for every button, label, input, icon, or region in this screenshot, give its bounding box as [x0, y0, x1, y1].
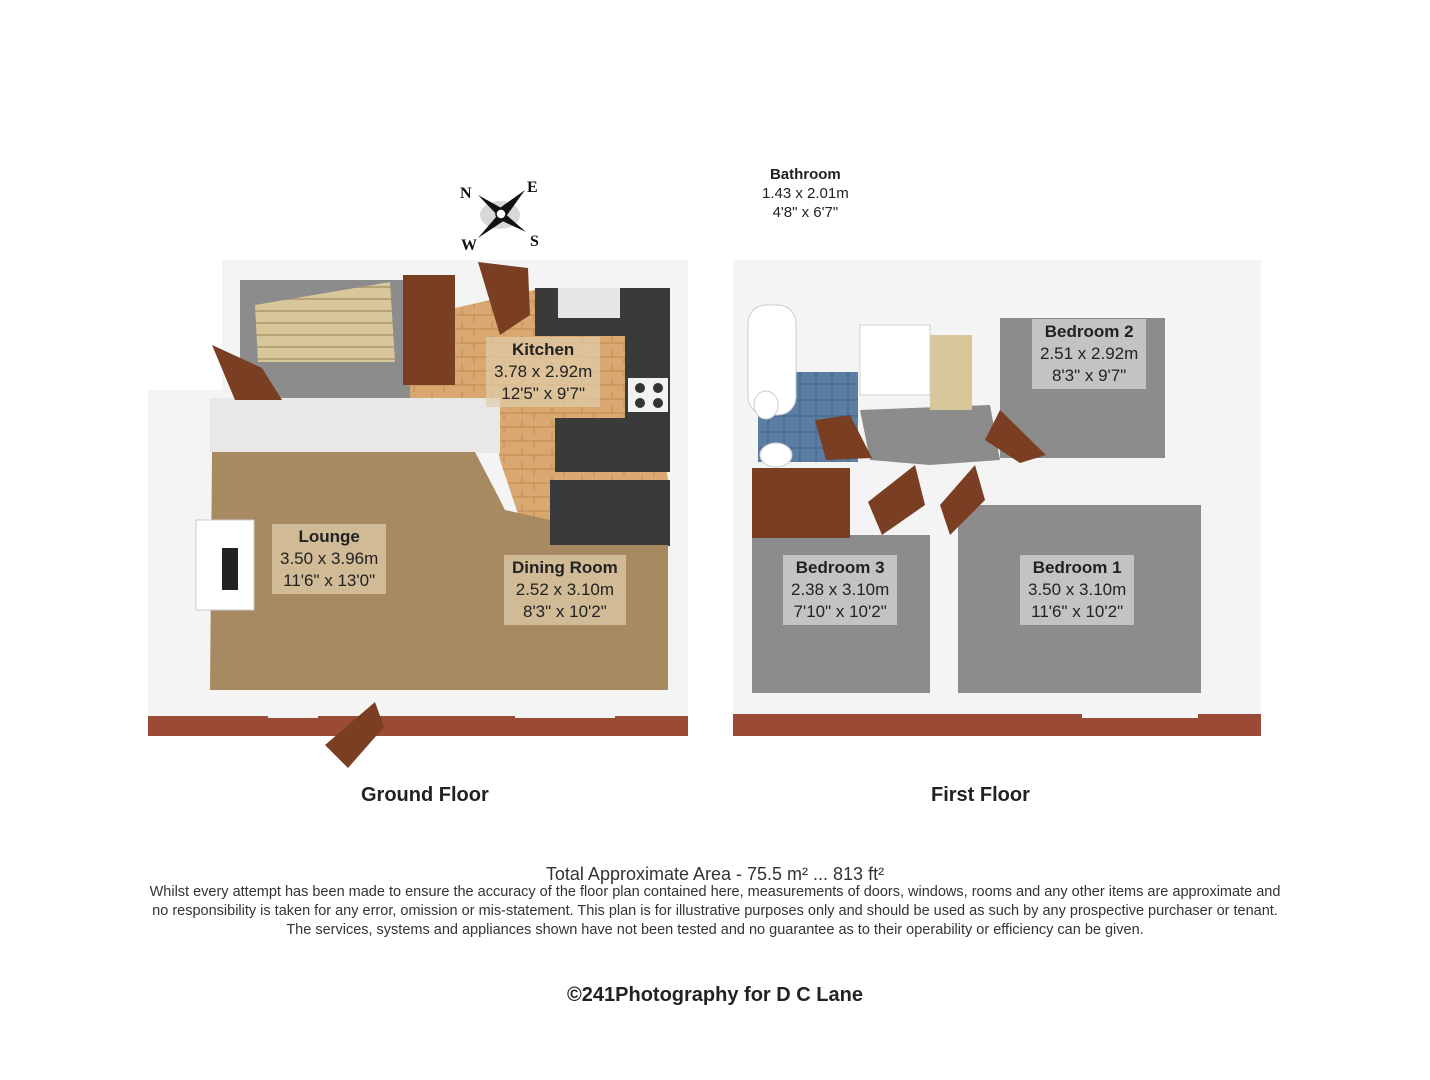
compass-west: W: [461, 237, 477, 254]
bathroom-name: Bathroom: [769, 166, 841, 183]
rear-window: [1082, 706, 1198, 718]
lounge-name: Lounge: [298, 527, 360, 546]
ground-floor-title: Ground Floor: [361, 784, 489, 806]
front-door: [325, 702, 384, 768]
hall-door: [212, 345, 282, 400]
hob-ring: [653, 398, 663, 408]
hob-ring: [635, 383, 645, 393]
compass: N E S W: [460, 179, 539, 254]
photography-credit: ©241Photography for D C Lane: [567, 984, 863, 1006]
toilet: [759, 442, 793, 468]
compass-east: E: [527, 179, 538, 196]
bedroom-1-metric: 3.50 x 3.10m: [1028, 580, 1127, 599]
hob-ring: [635, 398, 645, 408]
lounge-label: Lounge 3.50 x 3.96m 11'6" x 13'0": [272, 524, 387, 594]
bedroom-2-imperial: 8'3" x 9'7": [1051, 366, 1127, 385]
compass-north: N: [460, 185, 472, 202]
bedroom-1-imperial: 11'6" x 10'2": [1031, 602, 1124, 621]
hob-ring: [653, 383, 663, 393]
ground-floor-plan: [148, 260, 688, 768]
staircase: [255, 282, 395, 362]
bedroom-3-metric: 2.38 x 3.10m: [791, 580, 890, 599]
kitchen-sink: [558, 288, 620, 318]
disclaimer: Whilst every attempt has been made to en…: [60, 883, 1370, 940]
kitchen-worktop-low: [550, 480, 670, 546]
bedroom-3-imperial: 7'10" x 10'2": [793, 602, 887, 621]
wardrobe: [752, 468, 850, 538]
bathroom-door: [815, 415, 872, 460]
kitchen-name: Kitchen: [511, 340, 575, 359]
total-area: Total Approximate Area - 75.5 m² ... 813…: [545, 864, 885, 884]
front-window: [515, 706, 615, 718]
landing-floor: [860, 405, 1000, 465]
lounge-metric: 3.50 x 3.96m: [280, 549, 379, 568]
bathroom-imperial: 4'8" x 6'7": [772, 204, 839, 221]
kitchen-back-door: [478, 262, 530, 335]
bedroom-3-label: Bedroom 3 2.38 x 3.10m 7'10" x 10'2": [783, 555, 898, 625]
landing-stair-top: [930, 335, 972, 410]
disclaimer-line: Whilst every attempt has been made to en…: [149, 884, 1281, 900]
bedroom-1-name: Bedroom 1: [1032, 558, 1122, 577]
lounge-floor: [210, 452, 668, 690]
washbasin: [753, 390, 779, 420]
bedroom-1-door: [940, 465, 985, 535]
bathroom-metric: 1.43 x 2.01m: [762, 185, 849, 202]
bedroom-2-label: Bedroom 2 2.51 x 2.92m 8'3" x 9'7": [1032, 319, 1147, 389]
kitchen-imperial: 12'5" x 9'7": [501, 384, 586, 403]
bedroom-2-door: [985, 410, 1046, 463]
bathroom-label: Bathroom 1.43 x 2.01m 4'8" x 6'7": [754, 163, 857, 224]
first-floor-title: First Floor: [931, 784, 1030, 806]
kitchen-worktop-mid: [555, 418, 670, 472]
kitchen-hob: [628, 378, 668, 412]
disclaimer-line: no responsibility is taken for any error…: [152, 903, 1278, 919]
dining-room-label: Dining Room 2.52 x 3.10m 8'3" x 10'2": [504, 555, 626, 625]
kitchen-cabinet-tall: [403, 275, 455, 385]
bedroom-2-name: Bedroom 2: [1044, 322, 1134, 341]
front-window: [268, 706, 318, 718]
hall-lounge-wall: [210, 398, 500, 453]
lounge-imperial: 11'6" x 13'0": [283, 571, 376, 590]
fireplace-opening: [222, 548, 238, 590]
shower-enclosure: [859, 324, 931, 396]
bedroom-1-label: Bedroom 1 3.50 x 3.10m 11'6" x 10'2": [1020, 555, 1135, 625]
first-floor-plan: [733, 260, 1261, 736]
bedroom-3-name: Bedroom 3: [795, 558, 885, 577]
dining-room-metric: 2.52 x 3.10m: [515, 580, 615, 599]
bedroom-2-metric: 2.51 x 2.92m: [1040, 344, 1139, 363]
compass-south: S: [530, 233, 539, 250]
compass-centre: [495, 208, 507, 220]
dining-room-name: Dining Room: [512, 558, 618, 577]
bedroom-3-door: [868, 465, 925, 535]
kitchen-label: Kitchen 3.78 x 2.92m 12'5" x 9'7": [486, 337, 601, 407]
dining-room-imperial: 8'3" x 10'2": [522, 602, 607, 621]
disclaimer-line: The services, systems and appliances sho…: [286, 922, 1144, 938]
kitchen-metric: 3.78 x 2.92m: [494, 362, 593, 381]
